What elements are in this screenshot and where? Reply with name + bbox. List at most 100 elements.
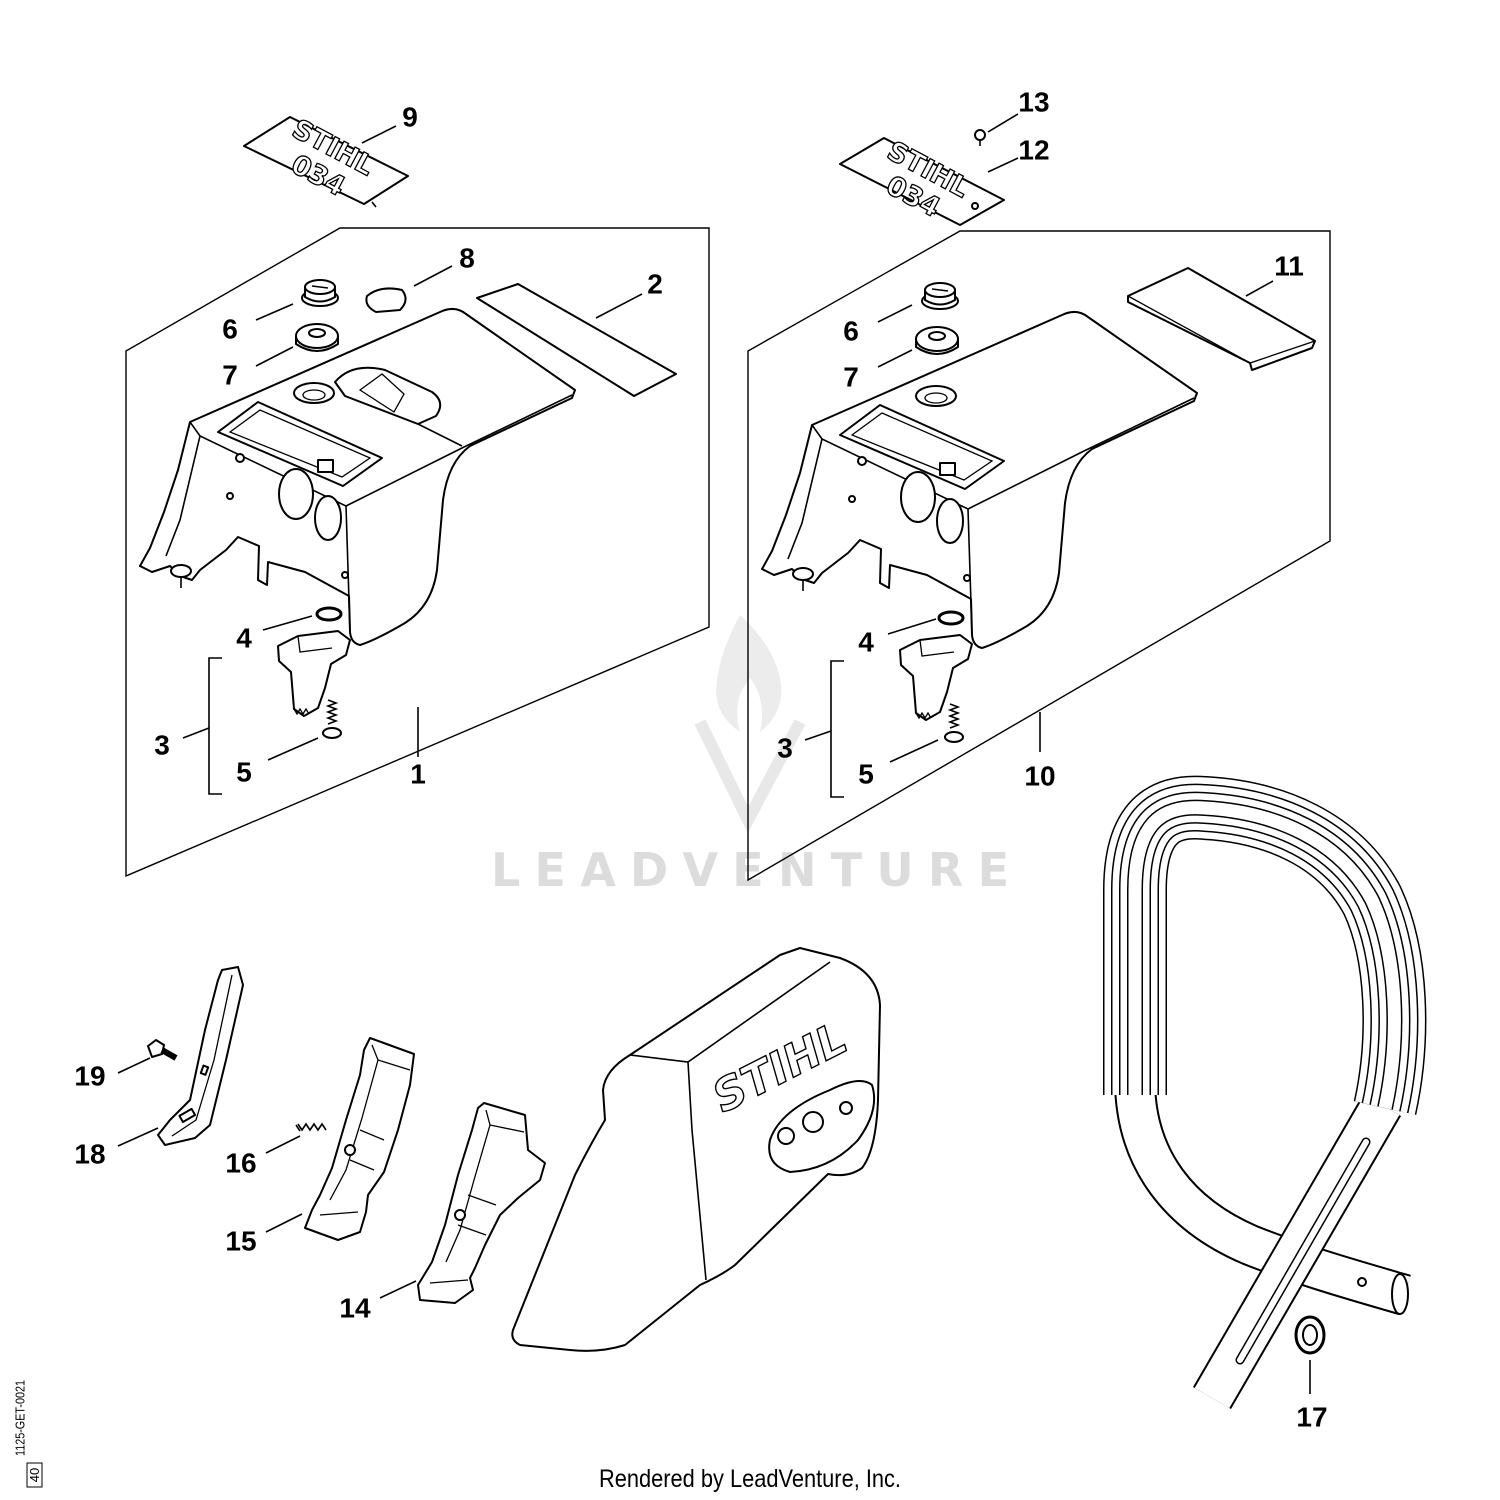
catcher-part-14: [417, 1102, 546, 1304]
guard-strip-inner: [171, 974, 233, 1137]
leader-2: [595, 293, 643, 319]
assembly-box-right: [747, 230, 1331, 882]
catcher-part-15-hole: [344, 1144, 356, 1156]
callout-5[interactable]: 5: [236, 757, 252, 788]
callout-6[interactable]: 6: [222, 314, 238, 345]
bolt-part-19-shank: [160, 1047, 178, 1061]
screw-part-16: [295, 1122, 327, 1132]
callout-7[interactable]: 7: [843, 362, 859, 393]
page-box: [26, 1462, 43, 1488]
cap-set-right: [915, 282, 959, 355]
bracket-set-right: [898, 610, 974, 744]
callout-8[interactable]: 8: [459, 243, 475, 274]
callout-12[interactable]: 12: [1018, 135, 1049, 166]
catcher-part-15-detail: [319, 1044, 411, 1216]
shroud-right: [761, 310, 1198, 649]
footer-credit: Rendered by LeadVenture, Inc.: [599, 1465, 901, 1493]
handlebar-tube-end: [1391, 1273, 1409, 1315]
callout-4[interactable]: 4: [236, 623, 252, 654]
bracket-3: [804, 660, 844, 798]
sprocket-cover-hole: [777, 1127, 795, 1145]
sprocket-cover-nut: [802, 1111, 824, 1133]
sprocket-cover: [511, 947, 881, 1352]
leader-9: [361, 125, 397, 144]
handlebar-tube-hole: [1357, 1277, 1367, 1287]
shroud-ridge-line: [417, 423, 463, 447]
callout-6[interactable]: 6: [843, 316, 859, 347]
guard-strip-part-18: [157, 966, 244, 1146]
shroud-ridge-opening: [358, 373, 405, 413]
watermark-text: LEADVENTURE: [491, 843, 1009, 897]
leader-6: [877, 304, 913, 323]
bracket-3: [182, 657, 222, 795]
callout-14[interactable]: 14: [339, 1293, 371, 1324]
catcher-part-15: [304, 1037, 415, 1241]
rivet-part-13: [974, 129, 986, 141]
plate-rivet: [971, 202, 979, 210]
handlebar-grip-rib-fill: [1128, 801, 1401, 1110]
plate-outline: [243, 116, 409, 205]
sprocket-cover-hole: [839, 1101, 853, 1115]
leader-19: [117, 1057, 151, 1074]
leader-8: [413, 265, 453, 287]
catcher-part-14-detail: [429, 1109, 525, 1284]
callout-16[interactable]: 16: [225, 1148, 256, 1179]
right-shroud-assembly: STIHL 034 13 12 11 6 7 4 3 5 10: [747, 87, 1331, 882]
bracket-set-left: [276, 606, 352, 740]
page-number: 40: [27, 1468, 42, 1482]
guard-strip-slot: [178, 1107, 197, 1123]
leader-5: [267, 737, 319, 761]
callout-5[interactable]: 5: [858, 759, 874, 790]
callout-3[interactable]: 3: [154, 730, 170, 761]
catcher-part-14-hole: [454, 1209, 466, 1221]
drawing-reference: 1125-GET-0021 40: [13, 1380, 43, 1488]
leader-12: [987, 157, 1019, 173]
leader-14: [379, 1280, 417, 1299]
model-plate-right: STIHL 034: [839, 135, 1005, 226]
shroud-left: [139, 307, 576, 646]
leader-15: [265, 1213, 303, 1233]
callout-13[interactable]: 13: [1018, 87, 1049, 118]
leader-5: [889, 739, 939, 763]
leader-18: [117, 1127, 159, 1147]
lower-parts: STIHL 19 18 16: [74, 775, 1427, 1433]
washer-part-17-hole: [1302, 1324, 1318, 1346]
callout-4[interactable]: 4: [858, 627, 874, 658]
left-shroud-assembly: STIHL 034 9 8 2 6 7 4 3 5 1: [125, 102, 710, 878]
model-plate-left: STIHL 034: [243, 113, 409, 208]
cap-set-left: [295, 279, 339, 352]
callout-17[interactable]: 17: [1296, 1402, 1327, 1433]
leader-7: [255, 346, 294, 367]
callout-2[interactable]: 2: [647, 269, 663, 300]
callout-18[interactable]: 18: [74, 1139, 105, 1170]
block-part-11: [1127, 267, 1316, 371]
handlebar-diagonal-leg-fill: [1194, 1094, 1400, 1409]
bolt-part-19-head: [147, 1039, 165, 1058]
callout-9[interactable]: 9: [402, 102, 418, 133]
plate-tab: [371, 201, 377, 208]
plug-part-8: [365, 287, 407, 313]
handlebar-grip-rib: [1119, 791, 1411, 1112]
guard-strip-slot: [199, 1064, 210, 1076]
leader-16: [265, 1135, 301, 1154]
shroud-ridge: [334, 366, 442, 425]
assembly-box-left: [125, 227, 710, 878]
callout-1[interactable]: 1: [410, 759, 426, 790]
callout-3[interactable]: 3: [777, 733, 793, 764]
leader-4: [262, 615, 313, 631]
leader-4: [887, 618, 937, 635]
leader-6: [255, 303, 294, 321]
callout-19[interactable]: 19: [74, 1061, 105, 1092]
callout-15[interactable]: 15: [225, 1226, 256, 1257]
leader-13: [987, 113, 1019, 133]
callout-10[interactable]: 10: [1024, 761, 1055, 792]
drawing-id: 1125-GET-0021: [13, 1380, 28, 1456]
plate-outline: [839, 137, 1005, 226]
block-part-11-edge: [1127, 295, 1316, 364]
handlebar-lower-tube-fill: [1116, 1079, 1411, 1314]
callout-7[interactable]: 7: [222, 360, 238, 391]
handlebar: [1103, 775, 1427, 1410]
callout-11[interactable]: 11: [1274, 251, 1304, 282]
handlebar-slot-fill: [1237, 1139, 1369, 1363]
